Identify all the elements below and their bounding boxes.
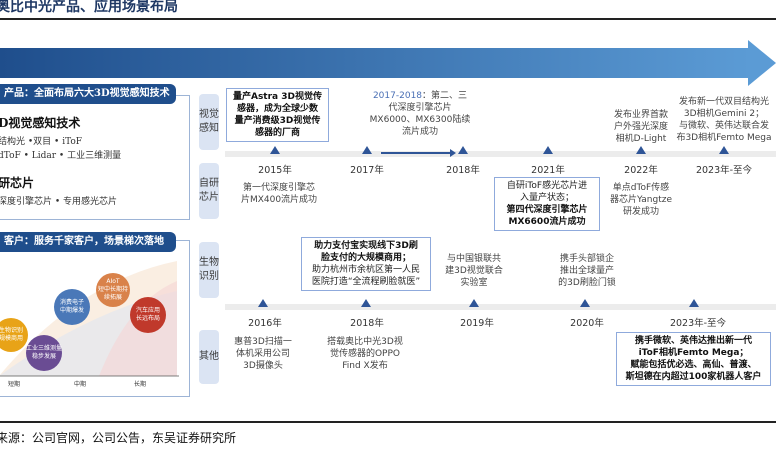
bubble-consumer: 消费电子中期爆发 [54,289,90,325]
year-label: 2017年 [350,165,384,176]
arrow-head-icon [450,149,456,157]
bubble-biometric: 生物识别规模商用 [0,318,28,352]
upper-timeline [225,151,776,157]
arrow-head-icon [748,40,776,86]
year-label: 2019年 [460,318,494,329]
marker-icon [469,299,479,307]
year-label: 2020年 [570,318,604,329]
year-label: 2018年 [446,165,480,176]
timeline-arrow-banner [0,48,750,78]
marker-icon [458,146,468,154]
axis-long: 长期 [134,381,147,388]
lower-timeline [225,304,776,310]
source-note: 来源：公司官网，公司公告，东吴证券研究所 [0,431,237,445]
year-label: 2023年-至今 [695,165,753,176]
year-label: 2018年 [350,318,384,329]
tech-title: D视觉感知技术 [0,116,81,130]
range-arrow [381,152,453,154]
marker-icon [580,299,590,307]
event-2018-bio: 助力支付宝实现线下3D刷脸支付的大规模商用；助力杭州市余杭区第一人民医院打造“全… [301,237,431,291]
category-vision: 视觉感知 [199,94,219,150]
event-2015-chip: 第一代深度引擎芯片MX400流片成功 [240,183,318,205]
year-label: 2021年 [531,165,565,176]
marker-icon [258,299,268,307]
marker-icon [719,146,729,154]
marker-icon [689,299,699,307]
page-title: 奥比中光产品、应用场景布局 [0,0,178,15]
source-divider [0,421,776,423]
marker-icon [636,146,646,154]
marker-icon [362,146,372,154]
year-label: 2022年 [624,165,658,176]
bubble-auto: 汽车应用长远布局 [130,297,166,333]
title-divider [0,18,776,20]
event-2020-bio: 携手头部锁企推出全球量产的3D刷脸门锁 [558,254,616,288]
tech-line-2: dToF • Lidar • 工业三维测量 [0,151,122,161]
event-2015-vision: 量产Astra 3D视觉传感器，成为全球少数量产消费级3D视觉传感器的厂商 [226,88,329,142]
bubble-industrial: 工业三维测量稳步发展 [26,335,62,371]
chip-title: 研芯片 [0,176,35,190]
year-label: 2023年-至今 [669,318,727,329]
year-label: 2015年 [258,165,292,176]
event-2022-vision: 发布业界首款户外强光深度相机D-Light [613,110,669,144]
products-header: 产品：全面布局六大3D视觉感知技术 [0,84,176,104]
category-other: 其他 [199,330,219,384]
chip-line: 深度引擎芯片 • 专用感光芯片 [0,197,118,207]
products-panel [0,95,190,220]
marker-icon [270,146,280,154]
axis-mid: 中期 [74,381,87,388]
year-label: 2016年 [248,318,282,329]
category-bio: 生物识别 [199,242,219,298]
customers-header: 客户：服务千家客户，场景梯次落地 [0,232,176,252]
axis-short: 短期 [8,381,21,388]
marker-icon [361,299,371,307]
tech-line-1: 结构光 •双目 • iToF [0,137,83,147]
category-chip: 自研芯片 [199,163,219,219]
marker-icon [543,146,553,154]
event-2019-bio: 与中国银联共建3D视觉联合实验室 [445,254,503,288]
